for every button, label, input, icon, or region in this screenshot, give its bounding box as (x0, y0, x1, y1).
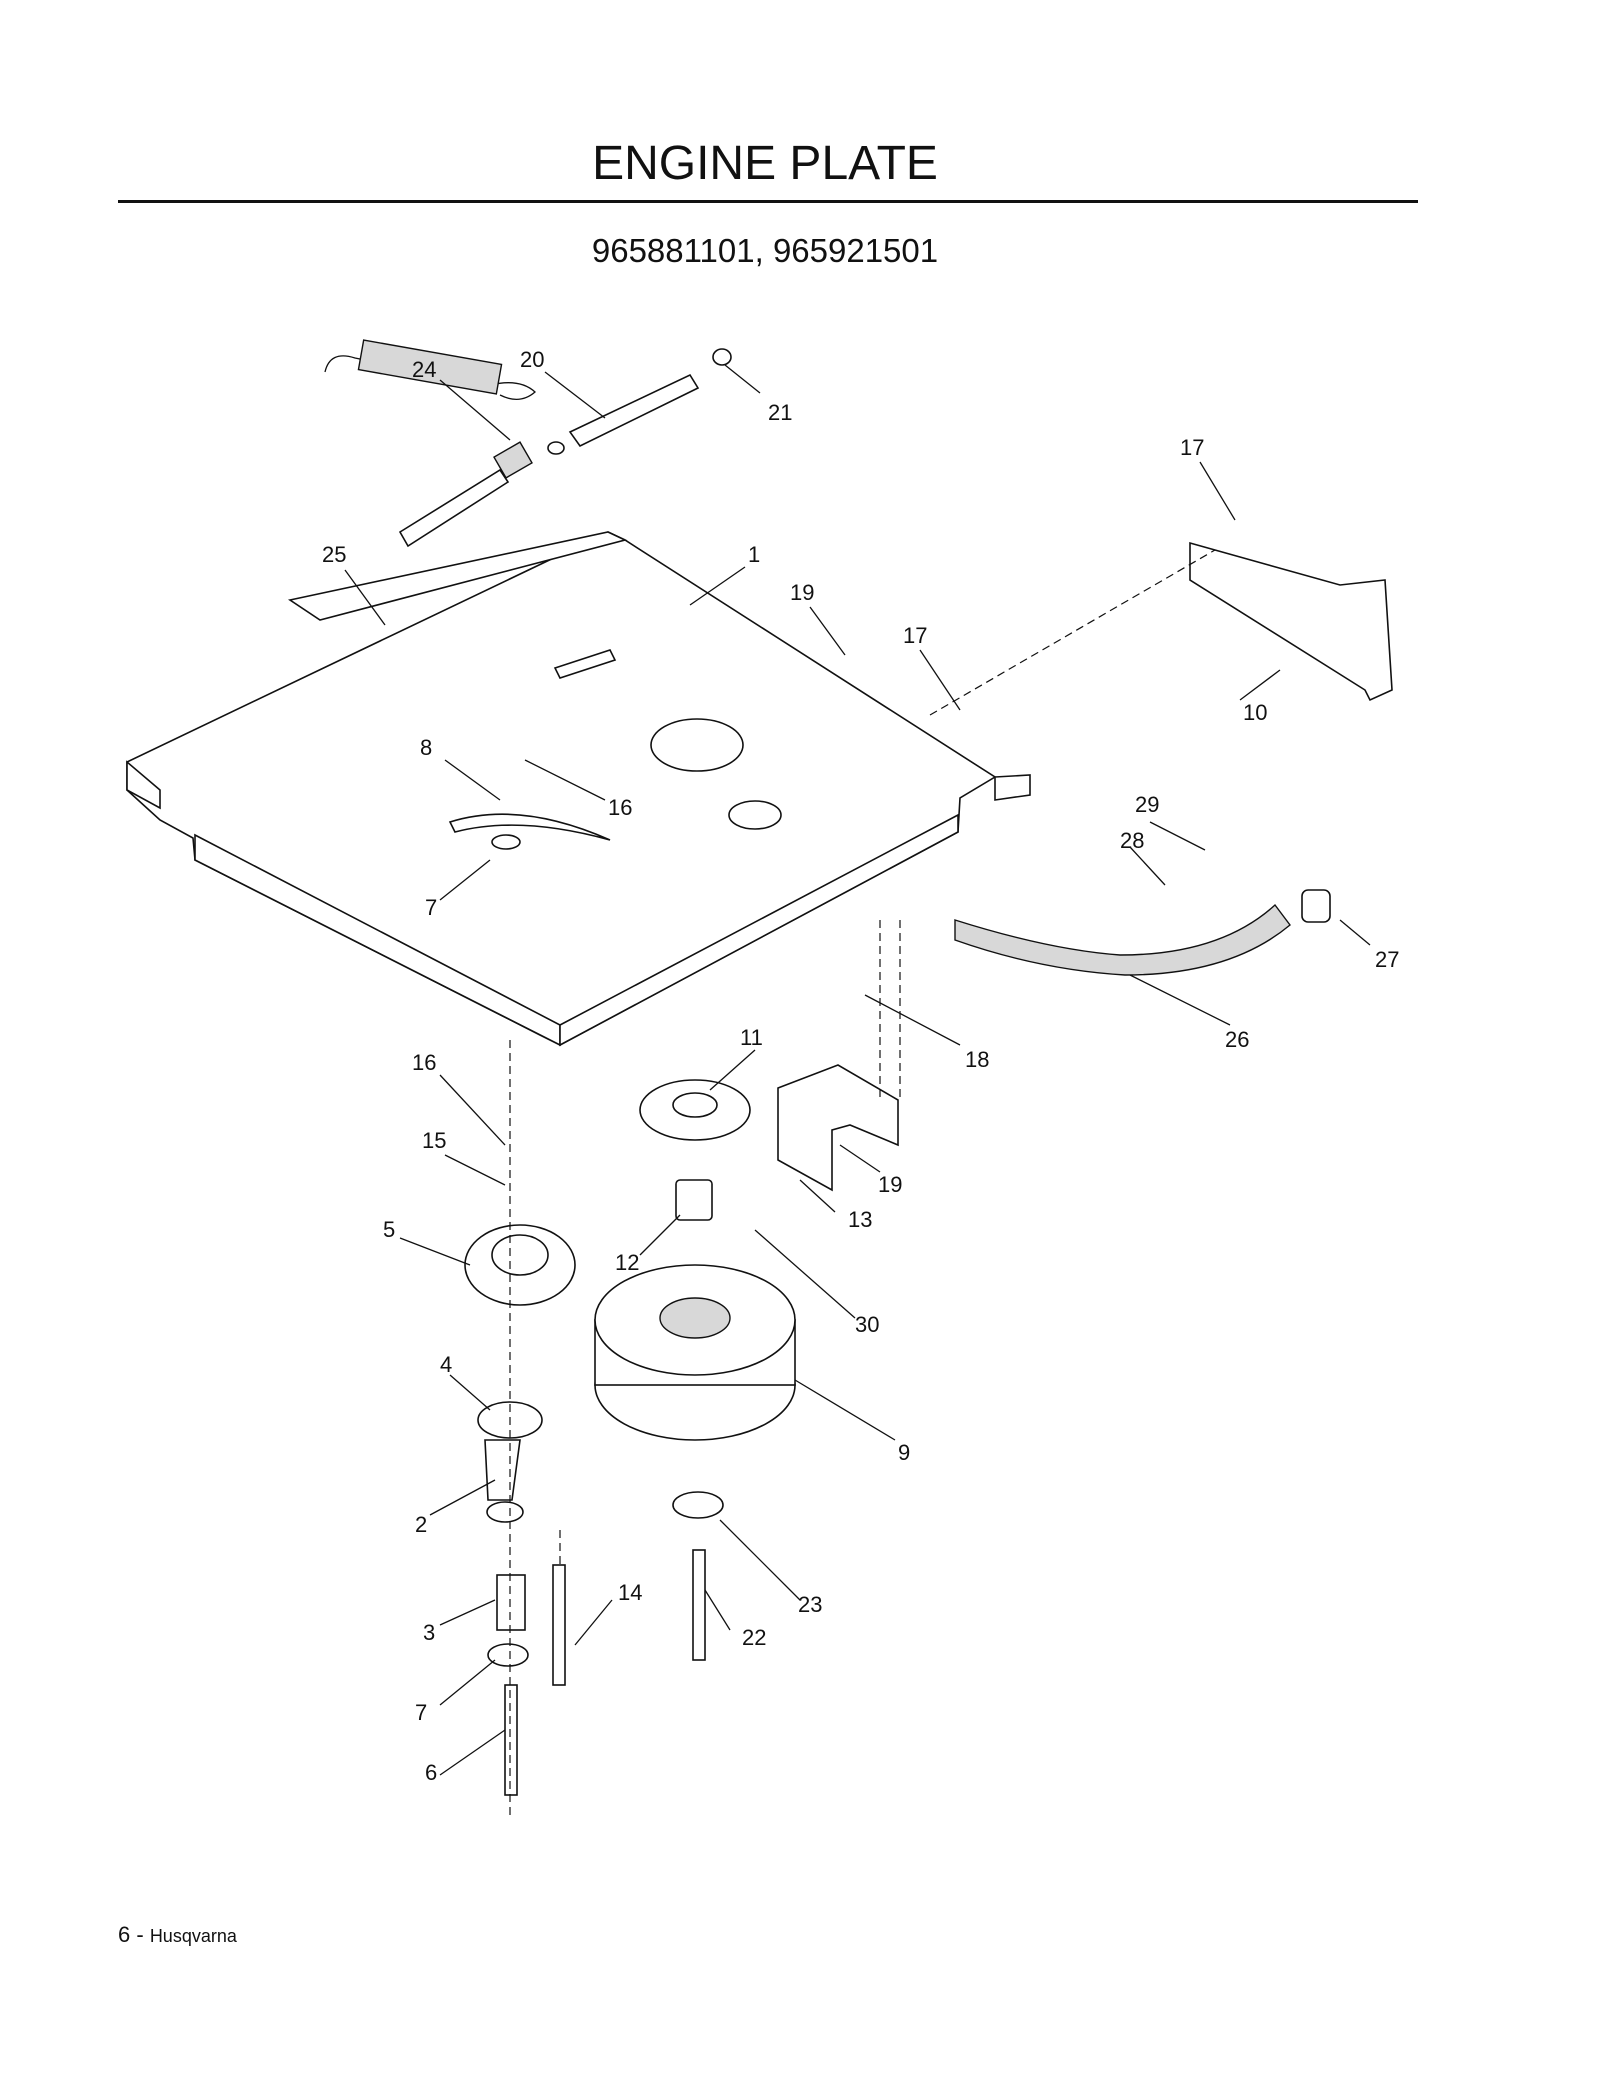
callout-label: 22 (742, 1625, 766, 1650)
model-numbers: 965881101, 965921501 (591, 232, 939, 269)
callout-label: 2 (415, 1512, 427, 1537)
callout-label: 20 (520, 347, 544, 372)
callout-label: 25 (322, 542, 346, 567)
bolt-6 (504, 1684, 518, 1796)
callout-label: 6 (425, 1760, 437, 1785)
callout-label: 24 (412, 357, 436, 382)
bracket-13 (777, 1064, 899, 1192)
washer-7 (487, 1643, 529, 1667)
callout-label: 29 (1135, 792, 1159, 817)
callout-label: 16 (412, 1050, 436, 1075)
electric-clutch (594, 1264, 796, 1441)
callout-label: 5 (383, 1217, 395, 1242)
rod-assembly (398, 348, 732, 548)
leader-lines (344, 364, 1371, 1776)
hose (954, 889, 1331, 976)
callout-label: 7 (425, 895, 437, 920)
callout-label: 15 (422, 1128, 446, 1153)
callout-label: 1 (748, 542, 760, 567)
callout-label: 14 (618, 1580, 642, 1605)
callout-label: 19 (790, 580, 814, 605)
callout-label: 27 (1375, 947, 1399, 972)
washer-23 (672, 1491, 724, 1519)
idler-pulley (464, 1224, 576, 1306)
brand-name: Husqvarna (149, 1926, 237, 1946)
callout-label: 7 (415, 1700, 427, 1725)
callout-label: 28 (1120, 828, 1144, 853)
callout-label: 17 (903, 623, 927, 648)
bracket (1189, 541, 1393, 702)
bolt-14 (552, 1564, 566, 1686)
callout-label: 9 (898, 1440, 910, 1465)
callout-label: 19 (878, 1172, 902, 1197)
bushing (496, 1574, 526, 1631)
callout-label: 30 (855, 1312, 879, 1337)
pulley-11 (639, 1079, 751, 1141)
callout-label: 13 (848, 1207, 872, 1232)
callout-label: 26 (1225, 1027, 1249, 1052)
callout-label: 17 (1180, 435, 1204, 460)
page-footer: 6 - Husqvarna (118, 1922, 237, 1948)
callout-label: 11 (740, 1025, 763, 1050)
title-rule (118, 200, 1418, 203)
spring (324, 339, 536, 400)
page-number: 6 - (118, 1922, 144, 1947)
page-title: ENGINE PLATE (592, 137, 938, 190)
callout-label: 23 (798, 1592, 822, 1617)
idler-arm (477, 1401, 543, 1523)
engine-plate (126, 531, 1031, 1047)
callout-label: 4 (440, 1352, 452, 1377)
bolt-22 (692, 1549, 706, 1661)
callout-label: 18 (965, 1047, 989, 1072)
spacer (675, 1179, 713, 1221)
callout-label: 8 (420, 735, 432, 760)
callout-label: 10 (1243, 700, 1267, 725)
callout-label: 12 (615, 1250, 639, 1275)
callout-label: 21 (768, 400, 792, 425)
assembly-line (929, 549, 1216, 716)
callout-label: 3 (423, 1620, 435, 1645)
callout-label: 16 (608, 795, 632, 820)
